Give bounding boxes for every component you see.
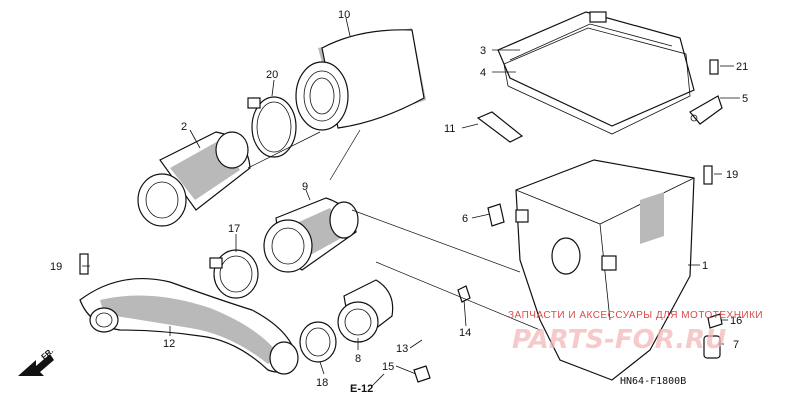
part-screw-21[interactable] [709, 59, 719, 75]
watermark: ЗАПЧАСТИ И АКСЕССУАРЫ ДЛЯ МОТОТЕХНИКИ PA… [508, 310, 763, 355]
part-drain-plug-7[interactable] [703, 335, 721, 359]
callout-7: 7 [733, 339, 739, 351]
callout-9: 9 [302, 181, 308, 193]
part-case-cover[interactable] [497, 11, 695, 127]
section-reference[interactable]: E-12 [350, 373, 385, 395]
part-tube-band-17[interactable] [209, 249, 259, 299]
part-air-cleaner-case[interactable] [515, 159, 695, 381]
callout-3: 3 [480, 45, 486, 57]
part-band-clamp-20[interactable] [247, 96, 297, 158]
front-arrow-icon [18, 354, 54, 376]
part-intake-duct[interactable] [79, 277, 299, 375]
section-reference-label[interactable]: E-12 [350, 383, 373, 395]
callout-2: 2 [181, 121, 187, 133]
callout-8: 8 [355, 353, 361, 365]
callout-11: 11 [444, 123, 455, 135]
callout-18: 18 [316, 377, 328, 389]
callout-19-right: 19 [726, 169, 738, 181]
callout-1: 1 [702, 260, 708, 272]
part-cover-seal[interactable] [503, 27, 691, 135]
part-clip-16[interactable] [707, 313, 723, 329]
callout-5: 5 [742, 93, 748, 105]
part-clip-15[interactable] [413, 365, 431, 383]
front-direction-marker: FR. [18, 346, 55, 376]
assembly-lines [247, 129, 541, 331]
callout-14: 14 [459, 327, 471, 339]
leader-lines [82, 17, 740, 375]
part-sponge[interactable] [476, 111, 524, 143]
part-boot[interactable] [337, 279, 394, 343]
part-tube-13[interactable] [418, 290, 461, 341]
callout-20: 20 [266, 69, 278, 81]
part-bolt-19-left[interactable] [79, 253, 89, 275]
callout-13: 13 [396, 343, 408, 355]
part-connecting-tube[interactable] [263, 197, 359, 273]
watermark-logo: PARTS-FOR.RU [512, 325, 726, 355]
callout-labels: 1 2 3 4 5 6 7 8 9 10 11 12 13 14 15 16 1… [50, 9, 748, 389]
callout-21: 21 [736, 61, 748, 73]
part-band-18[interactable] [299, 321, 337, 363]
diagram-code: HN64-F1800B [620, 376, 686, 387]
part-stay-5[interactable] [689, 95, 723, 125]
part-bolt-19-right[interactable] [703, 165, 713, 185]
callout-10: 10 [338, 9, 350, 21]
callout-12: 12 [163, 338, 175, 350]
callout-4: 4 [480, 67, 486, 79]
callout-16: 16 [730, 315, 742, 327]
callout-17: 17 [228, 223, 240, 235]
part-air-filter-element[interactable] [295, 28, 426, 131]
part-filter-case[interactable] [137, 131, 251, 227]
callout-19-left: 19 [50, 261, 62, 273]
callout-15: 15 [382, 361, 394, 373]
callout-6: 6 [462, 213, 468, 225]
watermark-caption: ЗАПЧАСТИ И АКСЕССУАРЫ ДЛЯ МОТОТЕХНИКИ [508, 310, 763, 321]
part-clip-14[interactable] [457, 285, 471, 303]
part-clamp-6[interactable] [487, 203, 505, 227]
